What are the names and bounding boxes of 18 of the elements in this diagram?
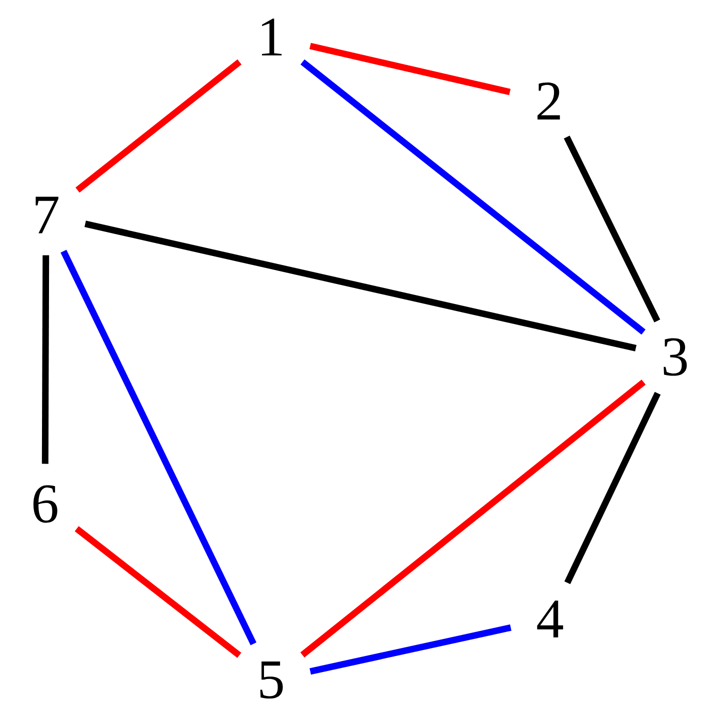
edge-line [42, 255, 50, 464]
vertex-label: 3 [664, 338, 687, 376]
vertex-label: 7 [36, 196, 58, 234]
vertex-label: 1 [262, 18, 282, 56]
edge-line [84, 220, 637, 352]
vertex-label: 5 [260, 661, 283, 699]
edge-line [309, 42, 511, 96]
edge-line [564, 136, 660, 322]
edge-line [74, 526, 242, 658]
edge-line [76, 59, 242, 193]
vertex-label: 4 [537, 600, 564, 638]
edge-line [310, 624, 512, 675]
edge-line [300, 380, 646, 658]
edge-line [60, 250, 256, 646]
edge-line [300, 59, 646, 335]
vertex-label: 6 [33, 485, 58, 523]
edge-line [564, 392, 661, 584]
vertex-label: 2 [538, 82, 560, 120]
